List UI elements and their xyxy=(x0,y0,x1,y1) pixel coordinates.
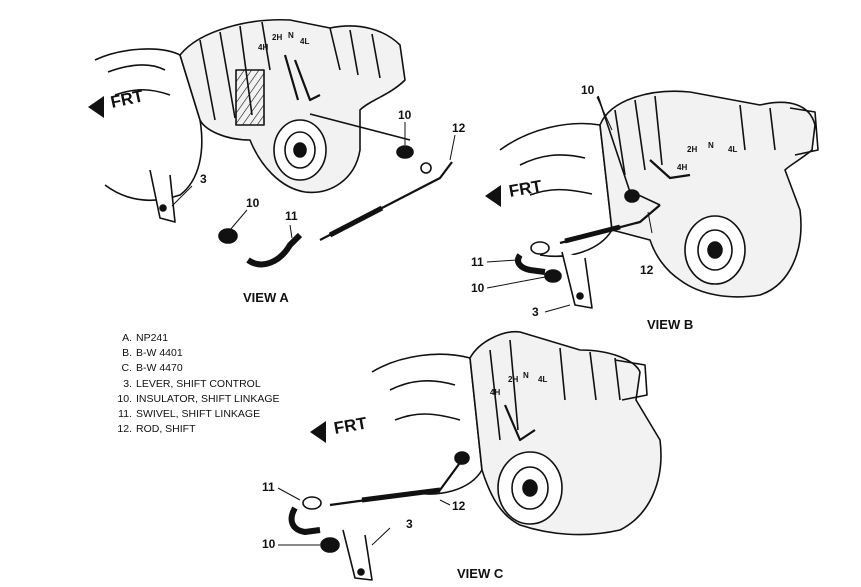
view-a-insulator-upper xyxy=(396,145,414,159)
legend-item: B. B-W 4401 xyxy=(110,346,280,361)
legend-key: 11. xyxy=(118,408,132,421)
view-c xyxy=(277,331,662,581)
legend-text: B-W 4470 xyxy=(136,362,183,375)
view-c-labels: VIEW C FRT 4H 2H N 4L 11 12 3 10 xyxy=(262,371,547,581)
view-b-gear-n: N xyxy=(708,141,714,150)
legend-text: INSULATOR, SHIFT LINKAGE xyxy=(136,392,280,405)
legend-key: B. xyxy=(122,347,132,360)
view-a-frt-label: FRT xyxy=(109,86,146,112)
view-b-transfer-case xyxy=(599,90,816,298)
view-b-insulator-upper xyxy=(624,189,640,203)
legend-text: NP241 xyxy=(136,332,169,344)
view-a-frt-arrow xyxy=(88,96,104,118)
view-c-shift-lever xyxy=(503,404,536,442)
view-b-frt-arrow xyxy=(485,185,501,207)
view-a-lever-3 xyxy=(149,169,176,223)
view-b-gear-2h: 2H xyxy=(687,145,697,154)
legend-key: A. xyxy=(122,332,132,344)
view-b-callout-10-upper: 10 xyxy=(581,83,595,97)
view-a-callout-10-upper: 10 xyxy=(398,108,412,122)
view-c-swivel xyxy=(288,506,321,535)
view-c-insulator-upper xyxy=(454,451,470,465)
legend-key: 12. xyxy=(117,423,132,436)
legend-item: C.B-W 4470 xyxy=(110,361,280,376)
view-a-caption: VIEW A xyxy=(243,290,289,305)
view-b-insulator-lower xyxy=(544,269,562,283)
view-b-gear-4h: 4H xyxy=(677,163,687,172)
view-a-callout-3: 3 xyxy=(200,172,207,186)
legend-text: ROD, SHIFT xyxy=(136,423,196,436)
view-c-callout-12: 12 xyxy=(452,499,466,513)
view-c-gear-4h: 4H xyxy=(490,388,500,397)
legend-item: 3. LEVER, SHIFT CONTROL xyxy=(110,377,280,392)
view-a-callout-11: 11 xyxy=(285,209,298,223)
view-a-swivel xyxy=(246,232,303,268)
legend-item: 11. SWIVEL, SHIFT LINKAGE xyxy=(110,407,280,422)
view-c-frt-arrow xyxy=(310,421,326,443)
legend-key: 3. xyxy=(123,377,132,390)
view-c-insulator-lower xyxy=(320,537,340,553)
view-c-lever-3 xyxy=(342,529,373,581)
view-c-callout-10: 10 xyxy=(262,537,276,551)
view-a-gear-n: N xyxy=(288,31,294,40)
view-c-gear-2h: 2H xyxy=(508,375,518,384)
view-b xyxy=(486,90,819,313)
view-c-callout-11: 11 xyxy=(262,480,275,494)
view-b-lever-3 xyxy=(561,251,593,309)
view-a-transfer-case xyxy=(179,18,406,194)
view-b-caption: VIEW B xyxy=(647,317,693,332)
view-a-gear-4h: 4H xyxy=(258,43,268,52)
view-a-transmission xyxy=(94,48,203,201)
legend-text: LEVER, SHIFT CONTROL xyxy=(136,377,261,390)
view-b-callout-10-lower: 10 xyxy=(471,281,485,295)
view-a-callout-10-lower: 10 xyxy=(246,196,260,210)
view-b-callout-12: 12 xyxy=(640,263,654,277)
view-a-gear-4l: 4L xyxy=(300,37,309,46)
view-b-callout-3: 3 xyxy=(532,305,539,319)
view-c-shift-rod xyxy=(329,459,463,507)
view-c-gear-4l: 4L xyxy=(538,375,547,384)
view-c-callout-3: 3 xyxy=(406,517,413,531)
view-a-gear-2h: 2H xyxy=(272,33,282,42)
view-b-labels: VIEW B FRT 2H 4H N 4L 10 11 10 12 3 xyxy=(471,83,737,332)
legend-item: A. NP241 xyxy=(110,331,280,346)
legend-item: 10. INSULATOR, SHIFT LINKAGE xyxy=(110,392,280,407)
view-c-frt-label: FRT xyxy=(332,413,368,438)
view-c-transmission xyxy=(371,353,483,495)
view-b-swivel xyxy=(515,253,546,275)
view-c-gear-n: N xyxy=(523,371,529,380)
view-b-shift-lever xyxy=(649,159,691,180)
legend-key: 10. xyxy=(117,392,132,405)
view-c-caption: VIEW C xyxy=(457,566,504,581)
view-a-insulator-lower xyxy=(218,228,238,244)
view-b-callout-11: 11 xyxy=(471,255,484,269)
legend-key: C. xyxy=(121,362,133,375)
view-b-frt-label: FRT xyxy=(507,176,543,201)
view-a-shift-lever xyxy=(283,54,321,102)
view-b-gear-4l: 4L xyxy=(728,145,737,154)
legend-text: SWIVEL, SHIFT LINKAGE xyxy=(136,408,261,421)
parts-legend: A. NP241 B. B-W 4401 C.B-W 4470 3. LEVER, S… xyxy=(110,331,280,437)
view-a xyxy=(94,18,456,268)
view-a-callout-12: 12 xyxy=(452,121,466,135)
legend-text: B-W 4401 xyxy=(136,347,183,360)
legend-item: 12. ROD, SHIFT xyxy=(110,422,280,437)
